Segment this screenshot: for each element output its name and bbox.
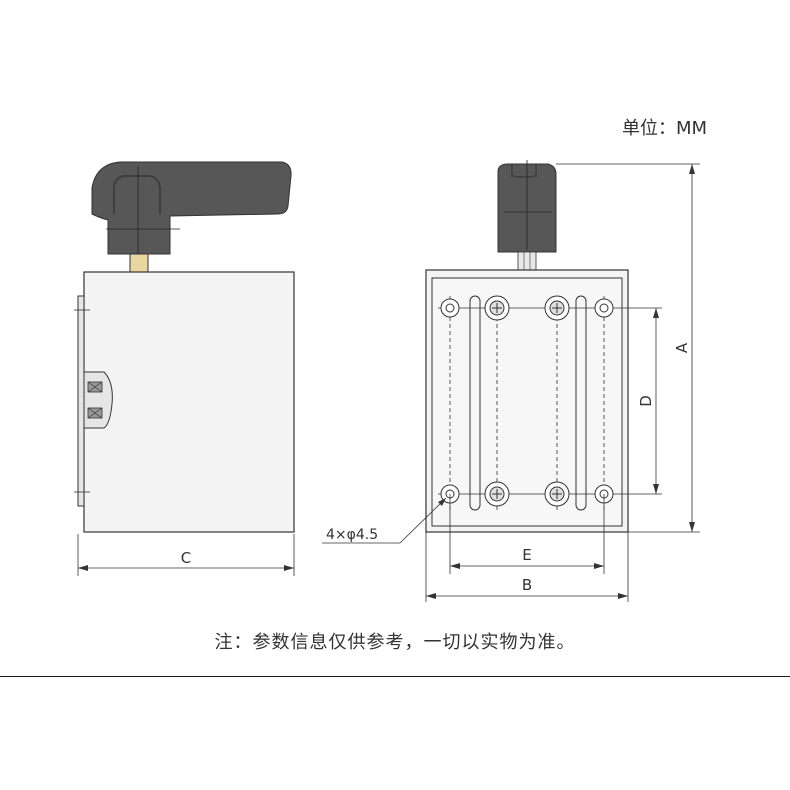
dimension-c-label: C [181,549,191,567]
side-handle [91,161,292,255]
footer-note: 注：参数信息仅供参考，一切以实物为准。 [214,632,576,653]
side-terminal [83,371,113,429]
dimension-d-label: D [637,395,655,407]
unit-label: 单位：MM [622,118,708,139]
divider-line [0,676,790,677]
dimension-b-label: B [522,576,532,594]
side-body [83,271,295,533]
front-view: A D E B 4×φ4.5 [322,160,700,602]
terminal-screws [484,295,570,507]
dimension-e-label: E [522,546,531,564]
dimension-a-label: A [673,342,691,353]
side-shaft [129,253,149,273]
mounting-holes [440,298,614,504]
hole-callout-label: 4×φ4.5 [326,527,378,543]
side-view: C [74,161,295,576]
